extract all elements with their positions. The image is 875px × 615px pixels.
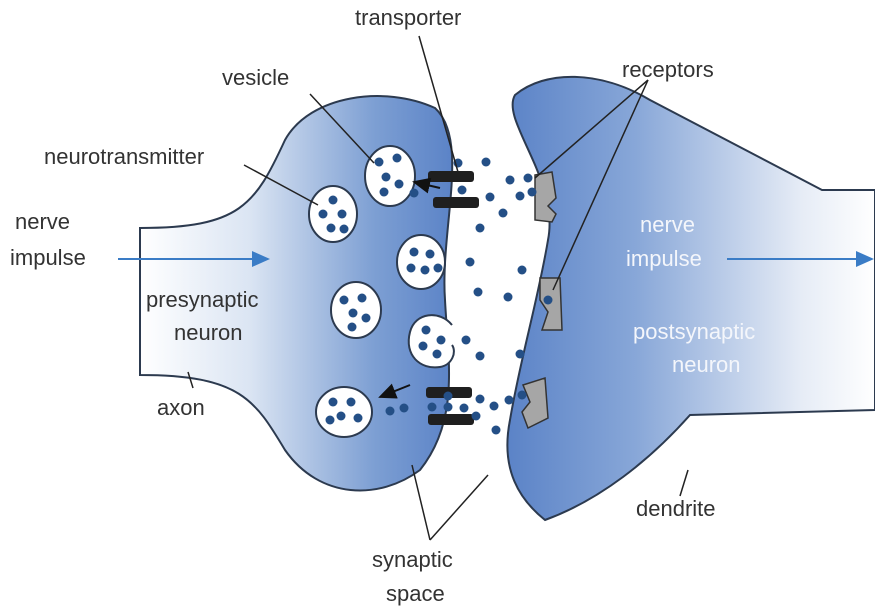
- label-nerve-impulse-left-line2: impulse: [10, 246, 86, 270]
- label-axon: axon: [157, 396, 205, 420]
- vesicle: [397, 235, 445, 289]
- label-synaptic-space-line2: space: [386, 582, 445, 606]
- label-transporter: transporter: [355, 6, 461, 30]
- label-receptors: receptors: [622, 58, 714, 82]
- label-postsynaptic-line2: neuron: [672, 353, 741, 377]
- label-postsynaptic-line1: postsynaptic: [633, 320, 755, 344]
- vesicle-fusing: [409, 315, 454, 367]
- label-nerve-impulse-right-line2: impulse: [626, 247, 702, 271]
- label-dendrite: dendrite: [636, 497, 716, 521]
- vesicle: [309, 186, 357, 242]
- label-presynaptic-line2: neuron: [174, 321, 243, 345]
- label-neurotransmitter: neurotransmitter: [44, 145, 204, 169]
- postsynaptic-neuron-body: [507, 77, 875, 520]
- label-nerve-impulse-right-line1: nerve: [640, 213, 695, 237]
- receptor: [535, 172, 556, 222]
- label-presynaptic-line1: presynaptic: [146, 288, 259, 312]
- vesicle: [331, 282, 381, 338]
- label-nerve-impulse-left-line1: nerve: [15, 210, 70, 234]
- vesicle: [316, 387, 372, 437]
- label-synaptic-space-line1: synaptic: [372, 548, 453, 572]
- vesicle: [365, 146, 415, 206]
- label-vesicle: vesicle: [222, 66, 289, 90]
